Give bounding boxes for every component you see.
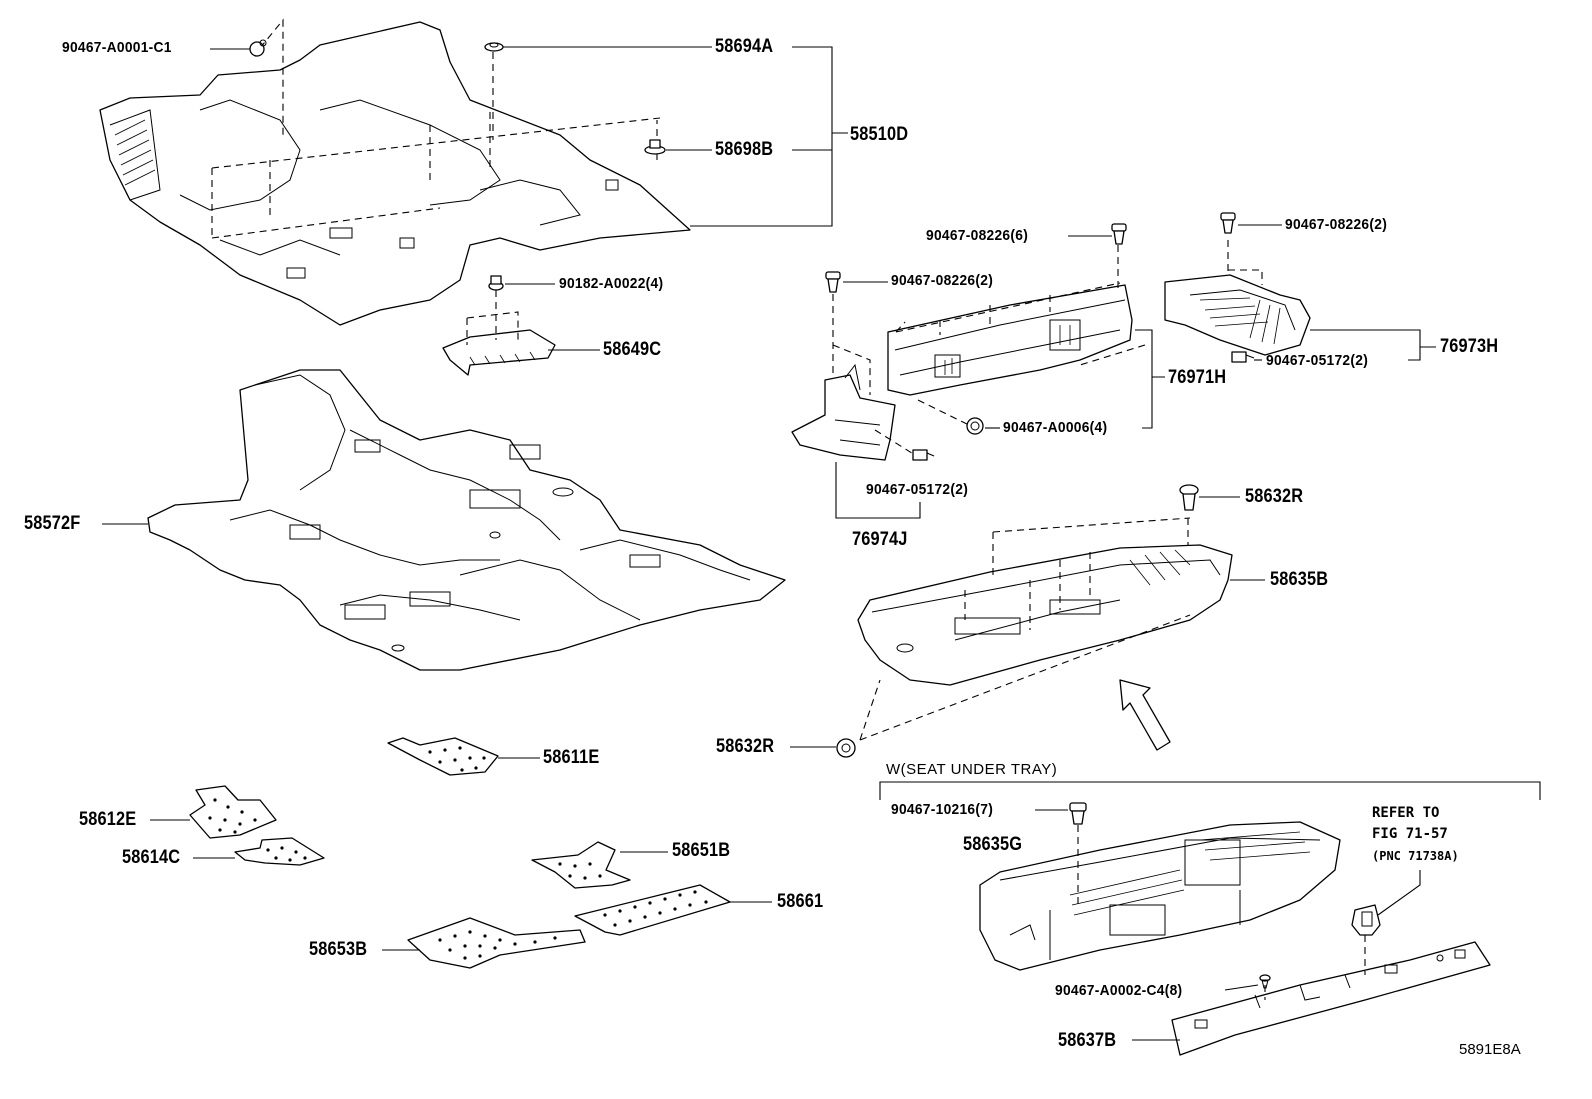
clip-58694A-icon	[484, 42, 504, 52]
floor-silencer-58572F	[147, 369, 786, 671]
clip-90467-05172-2a-icon	[1231, 351, 1255, 363]
clip-58698B-icon	[644, 139, 666, 155]
label-58632R-top: 58632R	[1245, 486, 1304, 507]
label-58635B: 58635B	[1270, 569, 1329, 590]
label-58637B: 58637B	[1058, 1030, 1117, 1051]
clip-71738A-icon	[1351, 904, 1381, 936]
label-58611E: 58611E	[543, 747, 600, 768]
label-58651B: 58651B	[672, 840, 731, 861]
screw-90467-10216-icon	[1069, 802, 1087, 825]
pad-58653B	[407, 917, 586, 969]
label-90467-08226-6: 90467-08226(6)	[926, 227, 1029, 244]
seat-under-tray-caption: W(SEAT UNDER TRAY)	[886, 761, 1058, 778]
label-90467-05172-2a: 90467-05172(2)	[1266, 352, 1369, 369]
label-90467-10216: 90467-10216(7)	[891, 801, 994, 818]
clip-58632R-top-icon	[1179, 484, 1199, 511]
clip-58632R-bottom-icon	[836, 738, 856, 758]
pad-58612E	[189, 785, 277, 839]
nut-90182-A0022-icon	[488, 275, 504, 291]
deck-trim-76973H	[1164, 274, 1311, 356]
refer-to-line1: REFER TO	[1372, 805, 1440, 821]
pad-58611E	[387, 737, 499, 776]
clip-90467-A0002-icon	[1259, 974, 1271, 989]
label-58694A: 58694A	[715, 36, 774, 57]
label-90182-A0022: 90182-A0022(4)	[559, 275, 664, 292]
deck-trim-76971H	[887, 284, 1133, 396]
label-58572F: 58572F	[24, 513, 81, 534]
pad-58651B	[531, 841, 631, 889]
label-58653B: 58653B	[309, 939, 368, 960]
label-90467-05172-2b: 90467-05172(2)	[866, 481, 969, 498]
refer-to-line3: (PNC 71738A)	[1372, 849, 1459, 863]
label-76971H: 76971H	[1168, 367, 1227, 388]
label-58661: 58661	[777, 891, 824, 912]
refer-to-line2: FIG 71-57	[1372, 826, 1448, 842]
label-58612E: 58612E	[79, 809, 137, 830]
front-floor-carpet	[99, 21, 691, 326]
clip-90467-05172-2b-icon	[912, 449, 935, 461]
screw-90467-08226-2b-icon	[1220, 212, 1236, 234]
label-58698B: 58698B	[715, 139, 774, 160]
screw-90467-08226-6-icon	[1111, 223, 1127, 245]
clip-90467-A0006-icon	[966, 417, 984, 435]
tray-58635G	[979, 821, 1341, 971]
pad-58661	[574, 884, 731, 936]
label-76974J: 76974J	[852, 529, 908, 550]
label-58632R-bottom: 58632R	[716, 736, 775, 757]
deck-trim-76974J	[791, 363, 896, 461]
label-76973H: 76973H	[1440, 336, 1499, 357]
direction-arrow-icon	[1119, 679, 1171, 751]
clip-90467-A0001-C1-icon	[249, 39, 267, 57]
tray-58635B	[857, 544, 1233, 686]
label-90467-A0002: 90467-A0002-C4(8)	[1055, 982, 1183, 999]
label-58649C: 58649C	[603, 339, 662, 360]
figure-code: 5891E8A	[1459, 1041, 1521, 1058]
label-58614C: 58614C	[122, 847, 181, 868]
label-90467-08226-2b: 90467-08226(2)	[1285, 216, 1388, 233]
label-58510D: 58510D	[850, 124, 909, 145]
label-90467-A0006: 90467-A0006(4)	[1003, 419, 1108, 436]
label-90467-A0001-C1: 90467-A0001-C1	[62, 39, 172, 56]
label-90467-08226-2a: 90467-08226(2)	[891, 272, 994, 289]
trim-58637B	[1171, 941, 1491, 1056]
label-58635G: 58635G	[963, 834, 1023, 855]
screw-90467-08226-2a-icon	[825, 271, 841, 293]
bracket-58649C	[442, 329, 556, 376]
pad-58614C	[234, 837, 325, 866]
